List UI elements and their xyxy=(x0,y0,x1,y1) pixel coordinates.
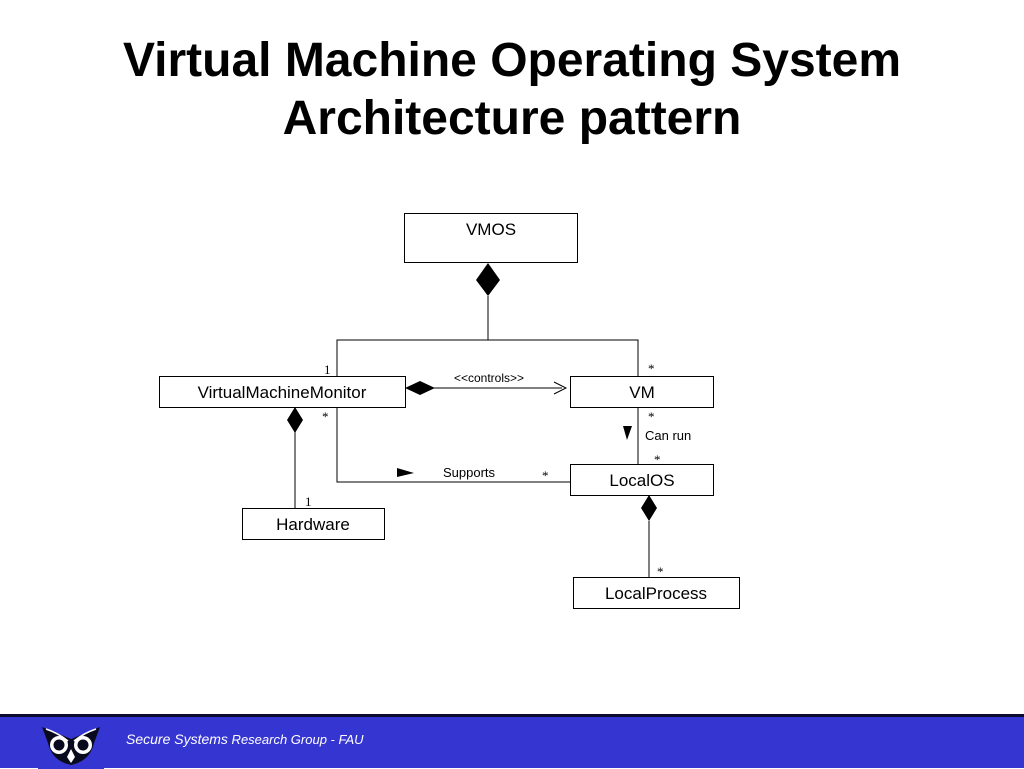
supports-line xyxy=(336,408,570,483)
vmos-composition-diamond xyxy=(476,263,500,296)
vmm-hardware-diamond xyxy=(287,407,303,433)
multiplicity-localos-left: * xyxy=(542,468,549,483)
slide-title-line-2: Architecture pattern xyxy=(282,92,742,145)
class-vm[interactable]: VM xyxy=(570,376,714,408)
multiplicity-vmm-bottom: * xyxy=(322,409,329,424)
can-run-label: Can run xyxy=(645,428,691,443)
localos-composition-diamond xyxy=(641,495,657,521)
footer-caption-part2: Research Group - FAU xyxy=(227,732,364,747)
multiplicity-vm-bottom: * xyxy=(648,409,655,424)
slide-title: Virtual Machine Operating System Archite… xyxy=(0,32,1024,148)
class-localos[interactable]: LocalOS xyxy=(570,464,714,496)
connectors xyxy=(294,296,650,577)
class-virtualmachinemonitor[interactable]: VirtualMachineMonitor xyxy=(159,376,406,408)
class-localprocess[interactable]: LocalProcess xyxy=(573,577,740,609)
footer-bar: Secure Systems Research Group - FAU xyxy=(0,714,1024,769)
class-vmm-label: VirtualMachineMonitor xyxy=(198,383,367,402)
controls-label: <<controls>> xyxy=(454,371,524,385)
can-run-direction-icon xyxy=(623,426,632,440)
multiplicity-localos-top: * xyxy=(654,452,661,467)
class-hardware[interactable]: Hardware xyxy=(242,508,385,540)
diamonds xyxy=(287,263,657,521)
multiplicity-vm-top: * xyxy=(648,361,655,376)
class-vmos[interactable]: VMOS xyxy=(404,213,578,263)
class-localos-label: LocalOS xyxy=(609,471,674,490)
supports-direction-icon xyxy=(397,468,414,477)
multiplicity-hardware-top: 1 xyxy=(305,494,312,509)
supports-label: Supports xyxy=(443,465,496,480)
class-vmos-label: VMOS xyxy=(466,220,516,239)
footer-caption: Secure Systems Research Group - FAU xyxy=(126,731,364,747)
slide-title-line-1: Virtual Machine Operating System xyxy=(122,34,901,87)
footer-caption-part1: Secure Systems xyxy=(126,731,228,747)
controls-arrowhead xyxy=(553,381,568,395)
owl-logo-icon xyxy=(38,721,104,769)
multiplicity-localprocess-top: * xyxy=(657,564,664,579)
arrowheads xyxy=(397,381,632,477)
multiplicity-vmm-top: 1 xyxy=(324,362,331,377)
class-vm-label: VM xyxy=(629,383,655,402)
vmos-branch-line xyxy=(336,339,639,376)
uml-class-diagram: VMOS VirtualMachineMonitor VM Hardware L… xyxy=(159,213,740,609)
class-localprocess-label: LocalProcess xyxy=(605,584,707,603)
vmm-controls-diamond xyxy=(405,381,435,395)
class-hardware-label: Hardware xyxy=(276,515,350,534)
